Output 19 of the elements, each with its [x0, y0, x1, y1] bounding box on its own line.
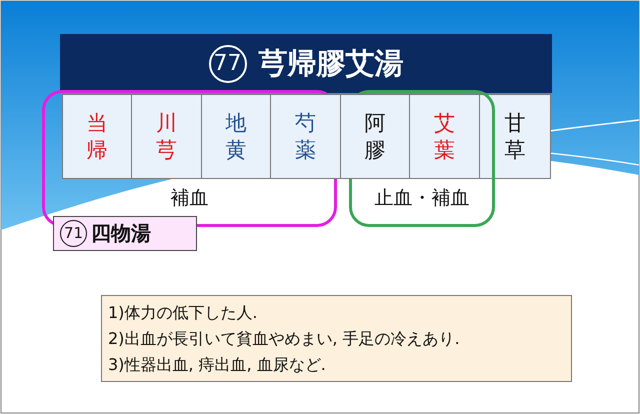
note-line: 1)体力の低下した人. — [108, 302, 259, 324]
herb-cell: 川芎 — [131, 94, 202, 179]
herb-cell: 阿膠 — [340, 94, 410, 179]
title: 芎帰膠艾湯 — [258, 44, 404, 82]
herb-cell: 当帰 — [62, 94, 132, 179]
group-label: 補血 — [170, 186, 210, 211]
herb-cell: 甘草 — [479, 94, 551, 179]
herb-cell: 芍薬 — [270, 94, 341, 179]
formula-name: 四物湯 — [91, 220, 151, 247]
group-label: 止血・補血 — [374, 186, 470, 211]
title-banner — [60, 34, 552, 93]
formula-tag — [53, 216, 197, 251]
number-circle: 77 — [208, 44, 246, 82]
herb-cell: 地黄 — [201, 94, 271, 179]
note-box — [101, 295, 572, 382]
note-line: 2)出血が長引いて貧血やめまい, 手足の冷えあり. — [108, 328, 461, 350]
herb-cell: 艾葉 — [409, 94, 480, 179]
note-line: 3)性器出血, 痔出血, 血尿など. — [108, 354, 327, 376]
number-circle: 71 — [60, 220, 87, 247]
